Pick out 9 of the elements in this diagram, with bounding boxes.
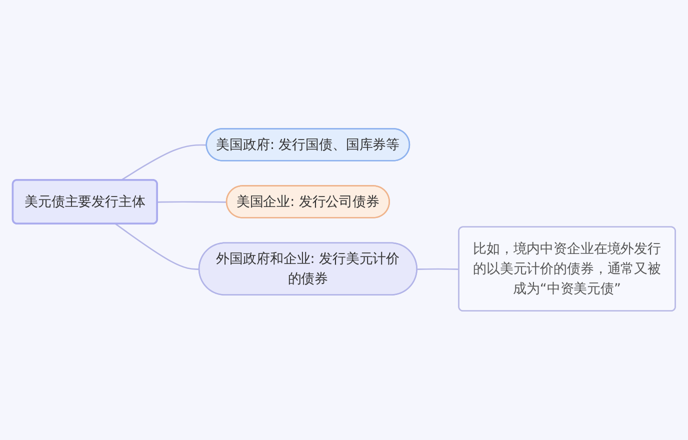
connector-line (120, 144, 207, 182)
connector-line (417, 268, 460, 270)
topic-box: 美国政府: 发行国债、国库券等 (206, 128, 410, 162)
note-box: 比如，境内中资企业在境外发行的以美元计价的债券，通常又被成为“中资美元债” (458, 226, 676, 312)
topic-box: 外国政府和企业: 发行美元计价的债券 (198, 242, 418, 296)
root-topic-box: 美元债主要发行主体 (12, 179, 158, 225)
connector-line (157, 201, 227, 204)
topic-box: 美国企业: 发行公司债券 (226, 185, 390, 219)
connector-line (115, 224, 200, 270)
